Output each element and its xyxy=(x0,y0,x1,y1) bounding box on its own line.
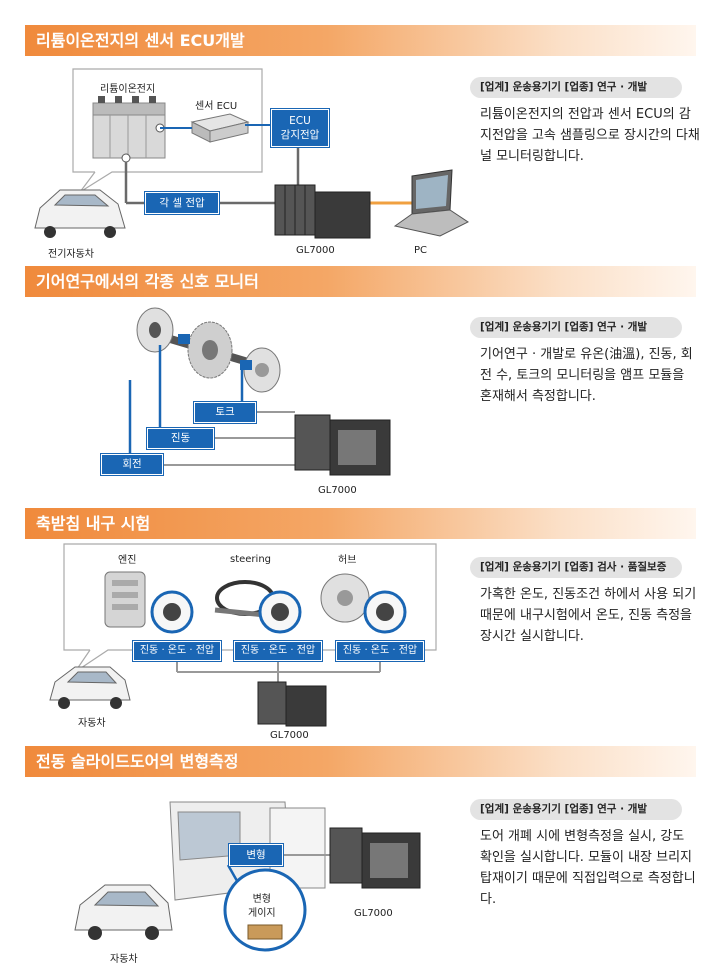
vibration-box: 진동 xyxy=(148,429,213,448)
gl7000-icon-3 xyxy=(257,681,327,727)
sensor-magnifier-3 xyxy=(363,590,407,634)
measure-box-3: 진동 · 온도 · 전압 xyxy=(337,642,423,660)
gl7000-label-4: GL7000 xyxy=(354,908,393,919)
sensor-magnifier-2 xyxy=(258,590,302,634)
car-icon-4 xyxy=(74,884,173,940)
battery-label: 리튬이온전지 xyxy=(100,84,156,95)
gl7000-icon-4 xyxy=(329,827,421,889)
section-4-desc: 도어 개폐 시에 변형측정을 실시, 강도 확인을 실시합니다. 모듈이 내장 … xyxy=(480,829,696,907)
gl7000-label-2: GL7000 xyxy=(318,485,357,496)
car-label-3: 자동차 xyxy=(78,718,106,729)
section-1-desc: 리튬이온전지의 전압과 센서 ECU의 감지전압을 고속 샘플링으로 장시간의 … xyxy=(480,107,700,164)
gl7000-label-3: GL7000 xyxy=(270,730,309,741)
section-2-desc: 기어연구 · 개발로 유온(油溫), 진동, 회전 수, 토크의 모니터링을 앰… xyxy=(480,347,693,404)
car-icon-3 xyxy=(49,666,131,709)
ecu-module-icon xyxy=(190,113,250,143)
section-4-title: 전동 슬라이드도어의 변형측정 xyxy=(25,746,696,777)
rotation-box: 회전 xyxy=(102,455,162,474)
engine-label: 엔진 xyxy=(118,555,137,566)
battery-icon xyxy=(92,96,166,163)
measure-box-1: 진동 · 온도 · 전압 xyxy=(134,642,220,660)
gl7000-icon-1 xyxy=(274,184,371,239)
pc-label: PC xyxy=(414,245,428,256)
gauge-label: 변형 게이지 xyxy=(248,894,276,919)
hub-icon xyxy=(320,573,370,623)
engine-icon xyxy=(104,571,146,628)
section-4-tag: [업계] 운송용기기 [업종] 연구 · 개발 xyxy=(470,799,682,820)
hub-label: 허브 xyxy=(338,555,357,566)
strain-gauge-callout xyxy=(223,868,307,952)
strain-box: 변형 xyxy=(230,845,282,865)
section-3-tag: [업계] 운송용기기 [업종] 검사 · 품질보증 xyxy=(470,557,682,578)
ecu-voltage-box: ECU 감지전압 xyxy=(272,110,328,146)
measure-box-2: 진동 · 온도 · 전압 xyxy=(235,642,321,660)
section-3-desc: 가혹한 온도, 진동조건 하에서 사용 되기 때문에 내구시험에서 온도, 진동… xyxy=(480,587,697,644)
gear-shaft-icon xyxy=(136,307,281,393)
ev-label: 전기자동차 xyxy=(48,249,94,260)
section-1-tag: [업계] 운송용기기 [업종] 연구 · 개발 xyxy=(470,77,682,98)
gl7000-icon-2 xyxy=(294,414,391,476)
gl7000-label-1: GL7000 xyxy=(296,245,335,256)
ecu-label: 센서 ECU xyxy=(195,101,238,112)
laptop-icon xyxy=(393,169,469,237)
torque-box: 토크 xyxy=(195,403,255,422)
section-2-tag: [업계] 운송용기기 [업종] 연구 · 개발 xyxy=(470,317,682,338)
car-icon-1 xyxy=(34,189,126,238)
cell-voltage-box: 각 셀 전압 xyxy=(146,193,218,213)
section-1-title: 리튬이온전지의 센서 ECU개발 xyxy=(25,25,696,56)
section-3-title: 축받침 내구 시험 xyxy=(25,508,696,539)
car-label-4: 자동차 xyxy=(110,954,138,965)
steering-label: steering xyxy=(230,554,272,565)
strain-gauge-icon xyxy=(247,924,283,940)
section-2-title: 기어연구에서의 각종 신호 모니터 xyxy=(25,266,696,297)
sensor-magnifier-1 xyxy=(150,590,194,634)
